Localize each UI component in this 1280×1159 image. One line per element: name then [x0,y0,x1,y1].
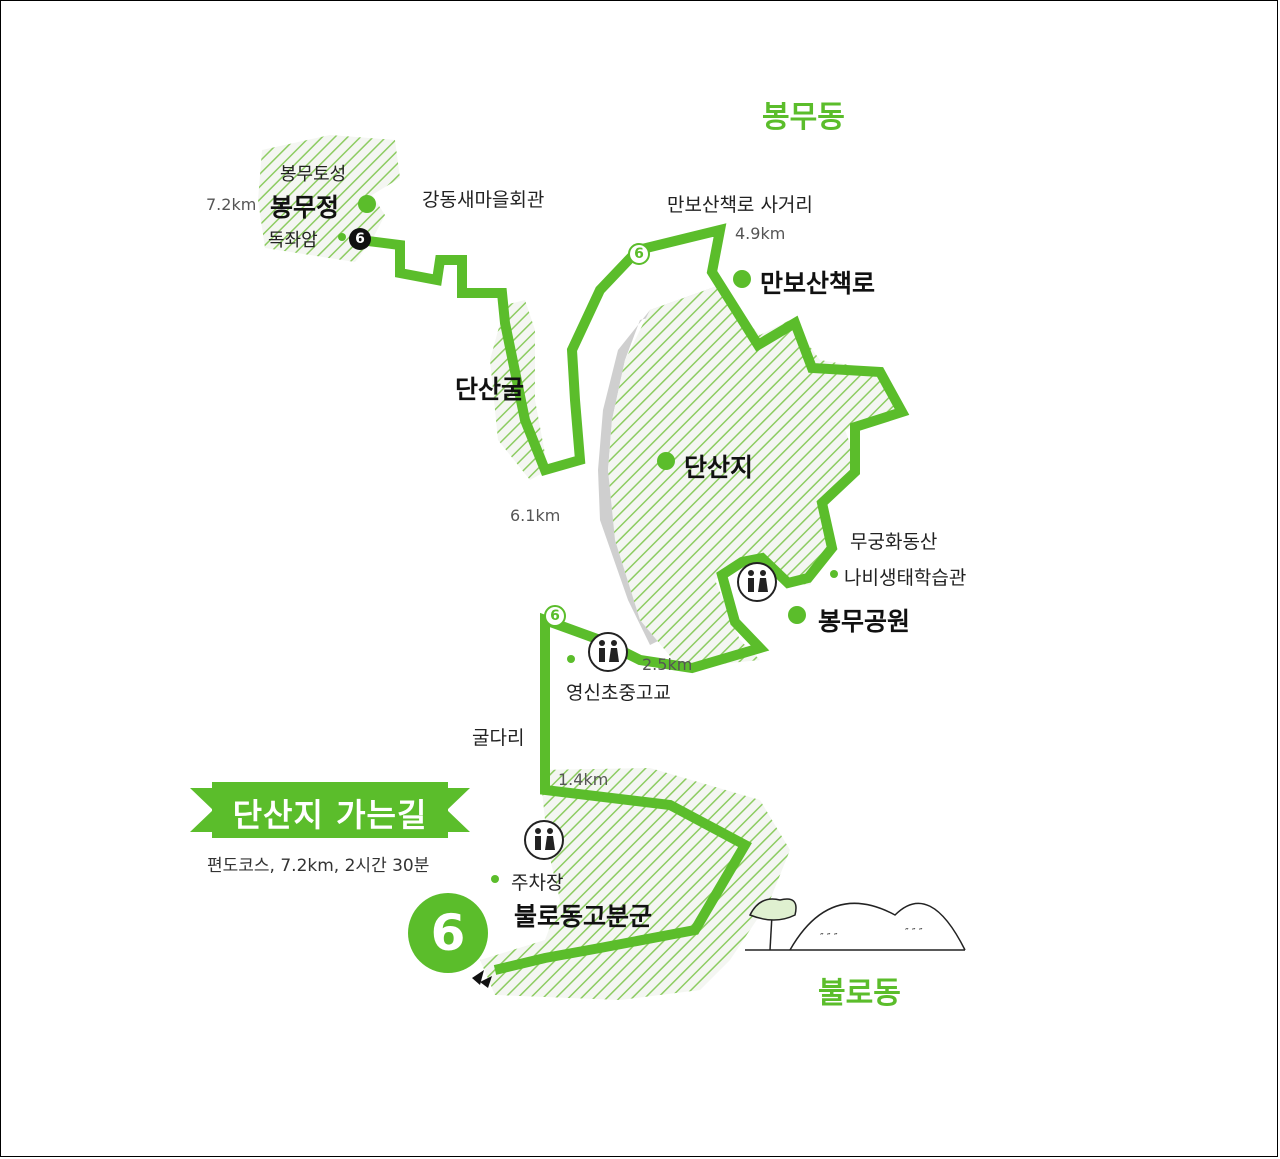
tumulus-hills-icon: ″ ″ ″ ″ ″ ″ [745,898,966,951]
course-marker-dokjwaam: 6 [349,228,371,250]
distance-4-9km: 4.9km [735,224,786,243]
place-dot-butterfly [830,570,838,578]
label-guldari: 굴다리 [472,727,525,749]
course-marker-manbo: 6 [628,243,650,265]
place-dot-dokjwaam [338,233,346,241]
label-mugunghwa: 무궁화동산 [850,531,938,553]
svg-text:″ ″ ″: ″ ″ ″ [905,927,923,938]
label-bongmu-park: 봉무공원 [818,607,911,636]
label-youngshin: 영신초중고교 [566,682,671,704]
distance-7-2km: 7.2km [206,195,257,214]
distance-6-1km: 6.1km [510,506,561,525]
district-bongmu-label: 봉무동 [762,100,845,135]
course-route [359,223,910,975]
restroom-icon [524,820,564,860]
label-bullo-tombs: 불로동고분군 [514,902,653,931]
label-bongmujeong: 봉무정 [270,193,340,222]
label-dansanji: 단산지 [684,453,754,482]
label-dansangul: 단산굴 [455,375,525,404]
place-dot-dansanji [657,452,675,470]
district-bullo-label: 불로동 [818,976,901,1011]
label-manbo-intersection: 만보산책로 사거리 [667,194,813,216]
place-dot-youngshin [567,655,575,663]
label-gangdong-hall: 강동새마을회관 [422,189,545,211]
course-marker-guldari: 6 [544,605,566,627]
dansanji-area [608,285,900,668]
label-bongmu-toseong: 봉무토성 [280,164,347,185]
label-parking: 주차장 [511,872,564,894]
svg-text:″ ″ ″: ″ ″ ″ [820,932,838,943]
course-title-banner [190,782,470,838]
label-manbo-trail: 만보산책로 [760,269,876,298]
course-summary: 편도코스, 7.2km, 2시간 30분 [207,856,430,876]
place-dot-bongmu-park [788,606,806,624]
course-title: 단산지 가는길 [232,796,428,834]
place-dot-parking [491,875,499,883]
label-dokjwaam: 독좌암 [268,230,318,251]
place-dot-bongmujeong [358,195,376,213]
place-dot-manbo-trail [733,270,751,288]
course-number-badge: 6 [408,893,488,973]
restroom-icon [737,562,777,602]
distance-2-5km: 2.5km [642,655,693,674]
distance-1-4km: 1.4km [558,770,609,789]
start-flag-icon [472,970,492,988]
label-butterfly: 나비생태학습관 [844,567,967,589]
restroom-icon [588,632,628,672]
